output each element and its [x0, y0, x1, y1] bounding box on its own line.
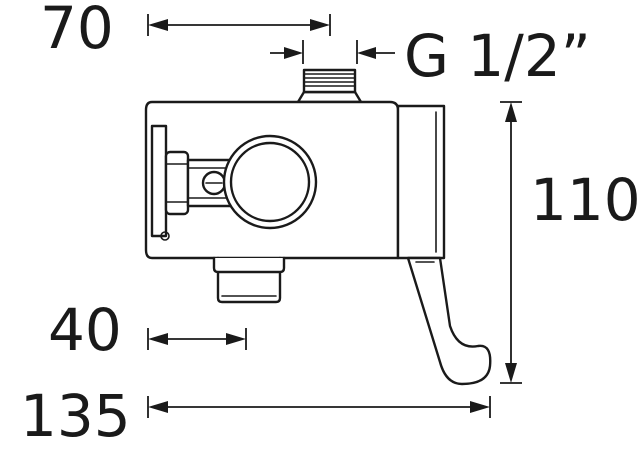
top-thread-connector: [296, 68, 363, 104]
lever-handle: [396, 104, 492, 386]
temperature-knob: [222, 134, 318, 230]
dimension-label-135: 135: [20, 382, 131, 450]
dimension-label-thread: G 1/2”: [404, 22, 591, 90]
dimension-135: 135: [20, 382, 491, 450]
dimension-label-70: 70: [40, 0, 114, 62]
dimension-thread: G 1/2”: [270, 22, 591, 90]
dimension-40: 40: [48, 296, 247, 364]
bottom-outlet: [212, 256, 286, 304]
dimension-label-110: 110: [530, 166, 641, 234]
dimension-110: 110: [500, 101, 641, 384]
dimension-70: 70: [40, 0, 331, 62]
dimension-label-40: 40: [48, 296, 122, 364]
